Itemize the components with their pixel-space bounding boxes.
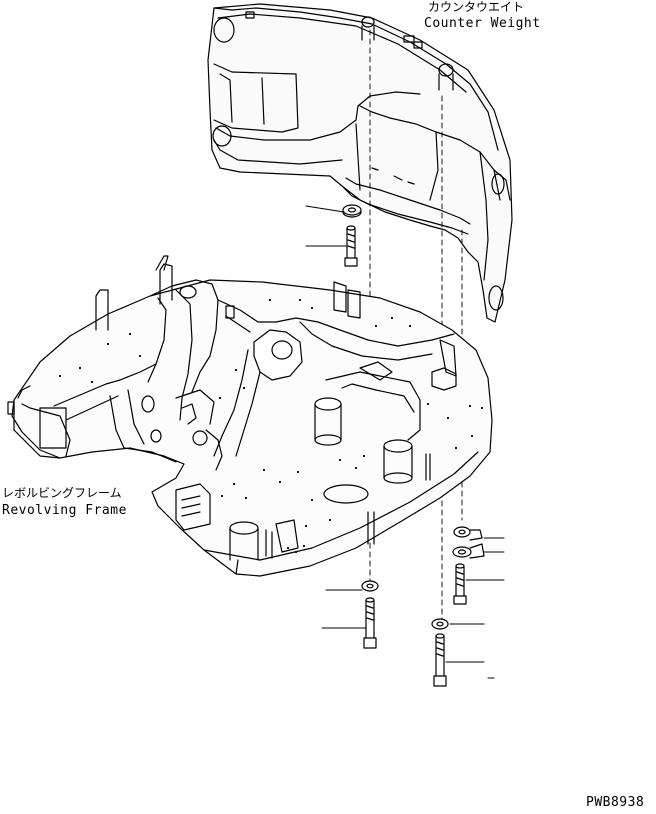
washer-right-lower-part [452, 543, 485, 559]
washer-right-upper-part [453, 526, 483, 541]
washer-upper-part [342, 204, 362, 218]
callout-leaders [305, 205, 505, 679]
bolt-left-lower-part [363, 597, 377, 649]
bolt-right-part [453, 563, 467, 605]
counterweight [207, 3, 513, 323]
washer-left-lower-part [361, 580, 379, 592]
revolving-frame-label-en: Revolving Frame [2, 503, 127, 518]
counterweight-label-en: Counter Weight [424, 16, 541, 31]
counterweight-label-jp: カウンタウエイト [428, 0, 525, 14]
revolving-frame [7, 255, 493, 577]
washer-right-bottom-part [431, 618, 449, 630]
frame-holes [58, 298, 484, 554]
frame-cylinders [229, 397, 431, 561]
bolt-upper-part [344, 225, 358, 267]
drawing-code: PWB8938 [586, 795, 645, 810]
leader-washer-upper [305, 205, 345, 213]
bolt-right-bottom-part [433, 633, 447, 687]
revolving-frame-label-jp: レボルビングフレーム [2, 486, 122, 500]
